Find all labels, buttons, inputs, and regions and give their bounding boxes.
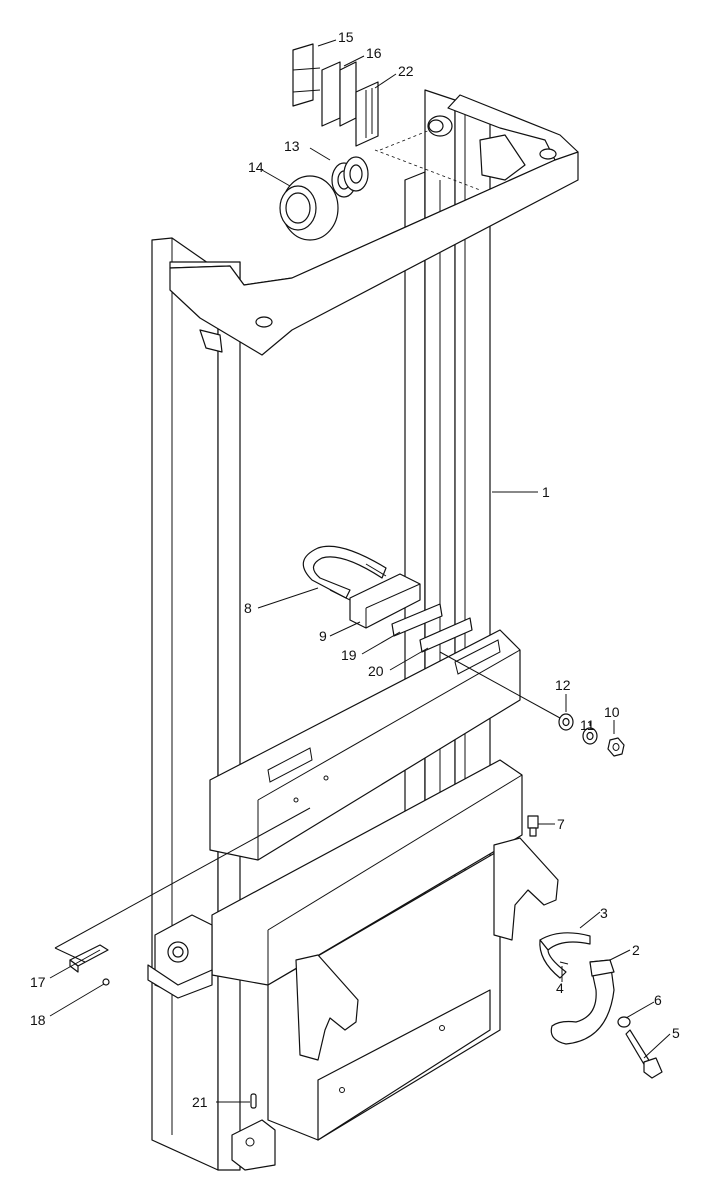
- callout-8: 8: [244, 600, 252, 616]
- callout-1: 1: [542, 484, 550, 500]
- callout-22: 22: [398, 63, 414, 79]
- part-3-half-bush: [539, 932, 591, 979]
- part-12-washer: [558, 713, 574, 731]
- part-5-bolt: [625, 1029, 663, 1079]
- part-14-bearing: [279, 175, 339, 241]
- part-19-plate: [391, 603, 443, 637]
- part-16-plate: [321, 61, 357, 127]
- part-20-plate: [419, 617, 473, 653]
- callout-12: 12: [555, 677, 571, 693]
- part-4-pin: [559, 961, 569, 965]
- callout-10: 10: [604, 704, 620, 720]
- part-17-nameplate: [69, 944, 109, 973]
- callout-16: 16: [366, 45, 382, 61]
- outer-mast-left-upright: [151, 237, 241, 1171]
- part-15-plate: [292, 43, 321, 107]
- part-7-grease-nipple: [527, 815, 539, 837]
- callout-18: 18: [30, 1012, 46, 1028]
- bottom-base-plate: [231, 1119, 276, 1171]
- inner-mast-crossbeam: [209, 629, 521, 861]
- callout-17: 17: [30, 974, 46, 990]
- callout-20: 20: [368, 663, 384, 679]
- callout-5: 5: [672, 1025, 680, 1041]
- callout-9: 9: [319, 628, 327, 644]
- part-10-nut: [607, 737, 625, 757]
- part-8-u-bolt: [302, 545, 387, 601]
- callout-4: 4: [556, 980, 564, 996]
- top-crosshead: [169, 94, 579, 356]
- callout-2: 2: [632, 942, 640, 958]
- carriage-hooks: [295, 837, 559, 1061]
- callout-14: 14: [248, 159, 264, 175]
- part-11-washer: [582, 727, 598, 745]
- callout-6: 6: [654, 992, 662, 1008]
- roller-shaft: [427, 115, 453, 137]
- callout-3: 3: [600, 905, 608, 921]
- callout-7: 7: [557, 816, 565, 832]
- part-9-clamp-block: [349, 573, 421, 629]
- callout-13: 13: [284, 138, 300, 154]
- callout-15: 15: [338, 29, 354, 45]
- part-18-rivet: [102, 978, 110, 986]
- part-2-hook-cap: [550, 959, 615, 1045]
- trunnion-bracket: [147, 914, 213, 999]
- leader-lines: [49, 39, 671, 1103]
- callout-11: 11: [580, 717, 595, 733]
- part-21-pin: [250, 1093, 257, 1109]
- part-13-washers: [331, 156, 369, 198]
- part-6-washer: [617, 1016, 631, 1028]
- callout-labels: 1 2 3 4 5 6 7 8 9 10 11 12 13 14 15 16 1…: [30, 29, 680, 1110]
- part-22-shim: [355, 81, 379, 147]
- callout-21: 21: [192, 1094, 208, 1110]
- callout-19: 19: [341, 647, 357, 663]
